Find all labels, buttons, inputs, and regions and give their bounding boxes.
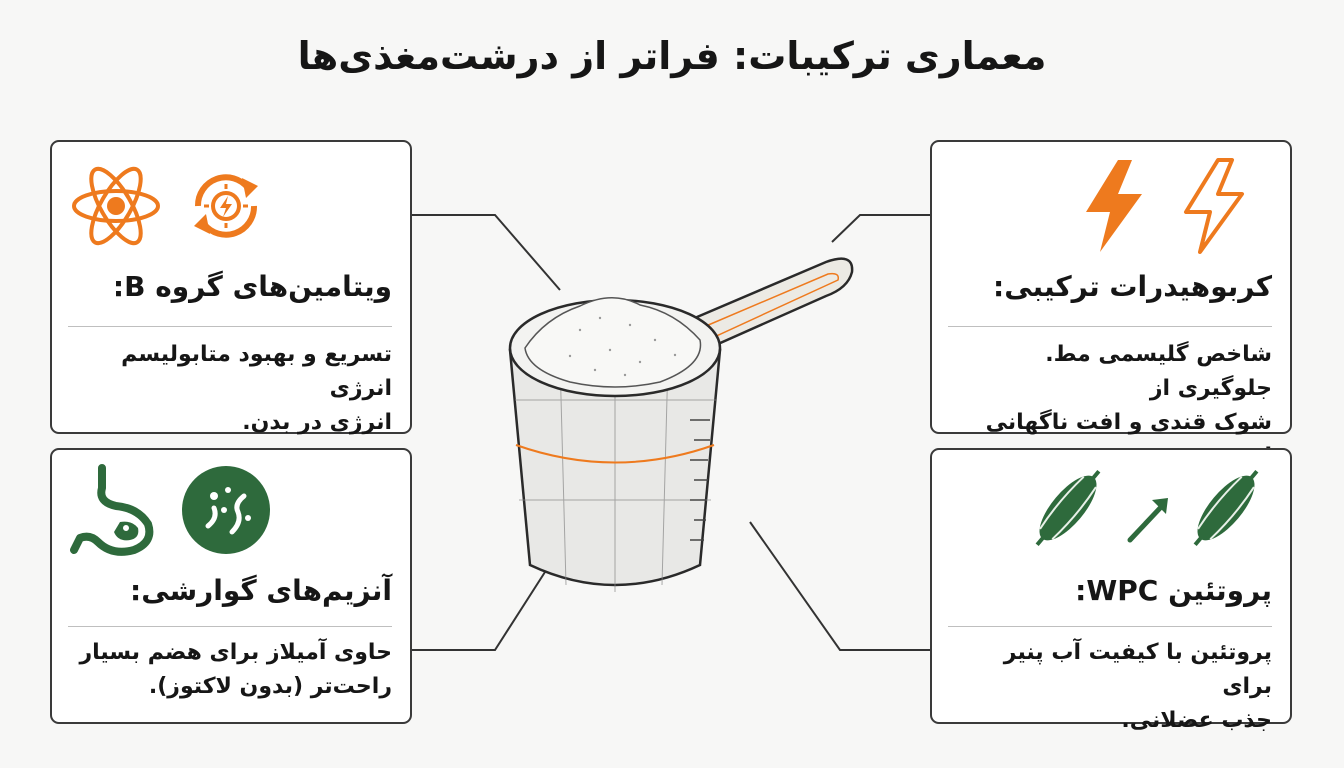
divider [948,326,1272,327]
card-description: تسریع و بهبود متابولیسم انرژی انرژی در ب… [68,338,392,440]
divider [68,326,392,327]
desc-line: راحت‌تر (بدون لاکتوز). [148,674,392,699]
growth-arrow-icon [1122,458,1172,558]
desc-line: تسریع و بهبود متابولیسم انرژی [121,342,392,401]
card-icons [1020,458,1274,558]
desc-line: انرژی در بدن. [242,410,392,435]
card-title: آنزیم‌های گوارشی: [130,574,392,607]
desc-line: جذب عضلانی. [1121,708,1272,733]
bacteria-icon [178,462,274,558]
desc-line: پروتئین با کیفیت آب پنیر برای [1003,640,1272,699]
desc-line: حاوی آمیلاز برای هضم بسیار [79,640,393,665]
desc-line: شاخص گلیسمی مط. جلوگیری از [1045,342,1272,401]
divider [948,626,1272,627]
muscle-fiber-icon [1178,458,1274,558]
card-icons [1080,156,1250,256]
stomach-icon [68,462,164,558]
card-vitamin-b: ویتامین‌های گروه B: تسریع و بهبود متابول… [50,140,412,435]
card-description: پروتئین با کیفیت آب پنیر برای جذب عضلانی… [948,636,1272,738]
card-digestive-enzymes: آنزیم‌های گوارشی: حاوی آمیلاز برای هضم ب… [50,448,412,724]
card-icons [68,460,274,560]
card-wpc-protein: پروتئین WPC: پروتئین با کیفیت آب پنیر بر… [930,448,1292,733]
page-title: معماری ترکیبات: فراتر از درشت‌مغذی‌ها [297,34,1047,78]
card-title: پروتئین WPC: [1075,574,1272,607]
muscle-fiber-icon [1020,458,1116,558]
connector-lines [412,214,930,651]
lightning-bolt-filled-icon [1080,156,1150,256]
card-title: کربوهیدرات ترکیبی: [993,270,1272,303]
card-icons [68,156,274,256]
lightning-bolt-outline-icon [1180,156,1250,256]
atom-icon [68,158,164,254]
divider [68,626,392,627]
sun-cycle-icon [178,158,274,254]
card-carbohydrate: کربوهیدرات ترکیبی: شاخص گلیسمی مط. جلوگی… [930,140,1292,469]
card-description: حاوی آمیلاز برای هضم بسیار راحت‌تر (بدون… [68,636,393,704]
card-title: ویتامین‌های گروه B: [112,270,392,303]
